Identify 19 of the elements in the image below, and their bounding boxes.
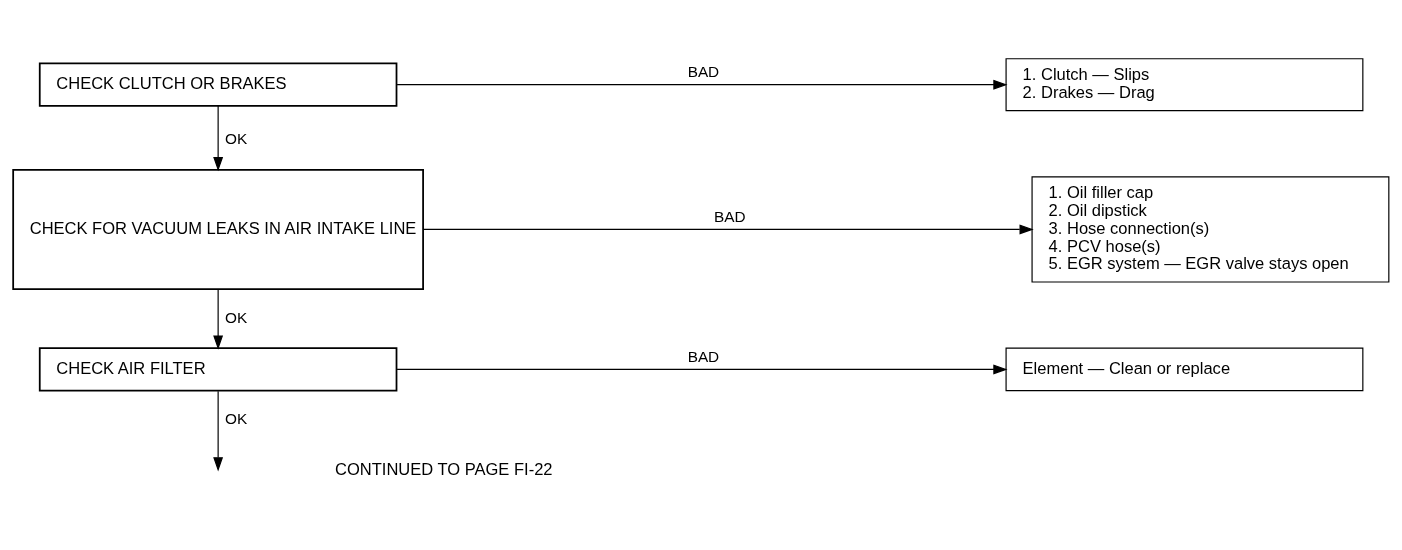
node-box: Element — Clean or replace — [1005, 347, 1364, 391]
arrow — [396, 363, 1008, 374]
edge-label: BAD — [687, 347, 720, 365]
node-box: 1. Oil filler cap 2. Oil dipstick 3. Hose connection(s) 4. PCV hose(s) 5. EGR system — EGR valve stays open — [1031, 175, 1390, 283]
edge-label: BAD — [687, 62, 720, 80]
label: CONTINUED TO PAGE FI-22 — [335, 459, 553, 479]
node-box: CHECK CLUTCH OR BRAKES — [38, 62, 398, 107]
node-box: CHECK AIR FILTER — [38, 346, 398, 392]
arrow — [213, 390, 224, 471]
arrow — [422, 223, 1034, 234]
edge-label: BAD — [713, 207, 746, 225]
edge-label: OK — [225, 409, 248, 427]
edge-label: OK — [225, 308, 248, 326]
arrow — [213, 104, 224, 171]
edge-label: OK — [225, 129, 248, 147]
node-box: CHECK FOR VACUUM LEAKS IN AIR INTAKE LINE — [12, 168, 424, 290]
node-box: 1. Clutch — Slips 2. Drakes — Drag — [1005, 57, 1364, 111]
arrow — [213, 288, 224, 350]
arrow — [396, 79, 1008, 90]
